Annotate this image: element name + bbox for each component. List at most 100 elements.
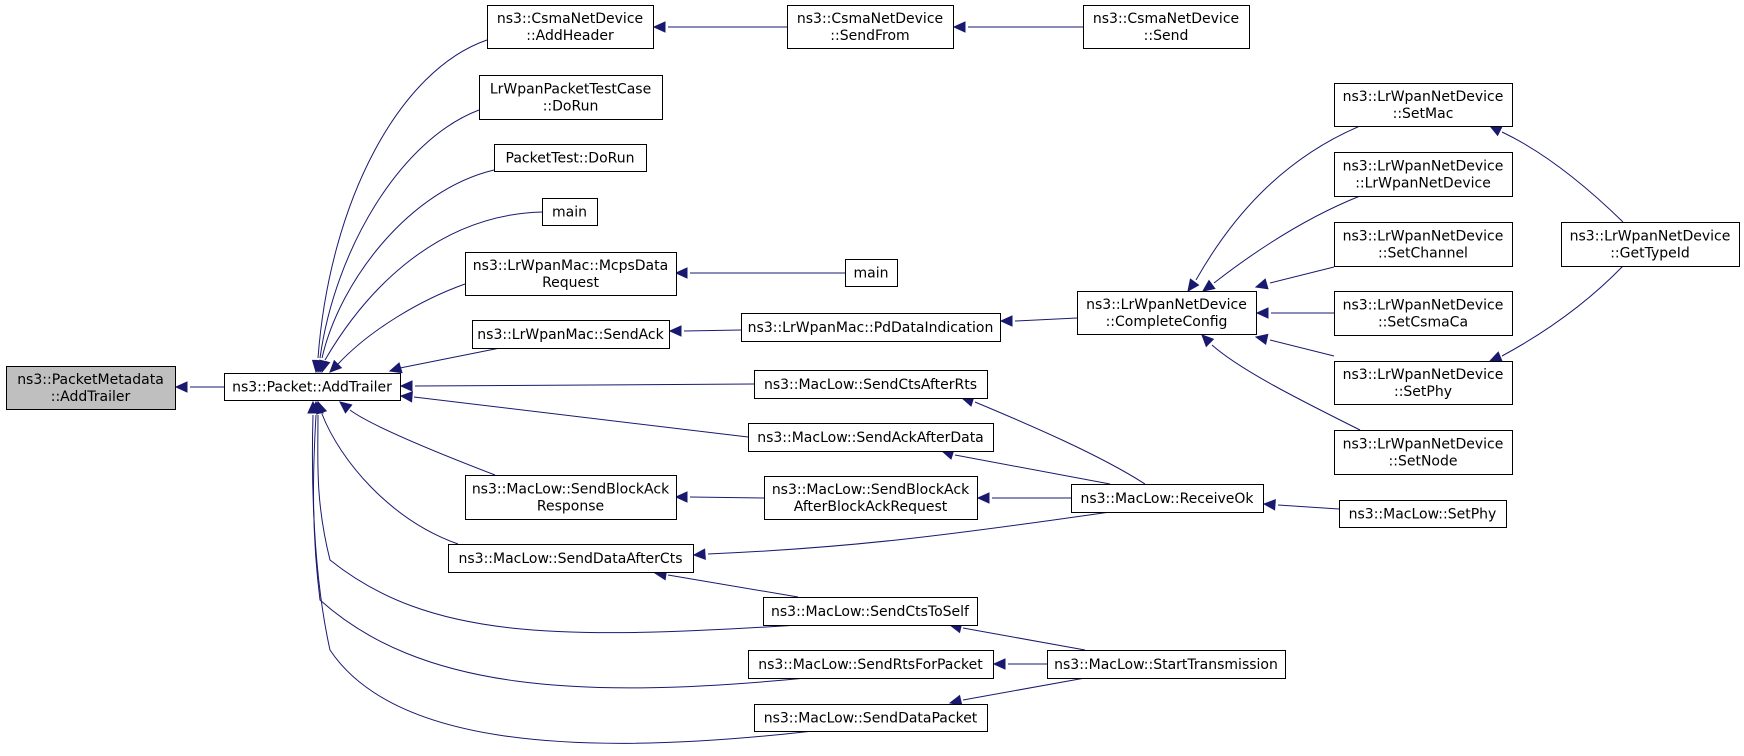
edge-line — [1211, 344, 1361, 431]
node-box — [787, 5, 954, 49]
arrowhead-icon — [1262, 499, 1276, 511]
edge-dataaftercts-at — [316, 400, 459, 545]
arrowhead-icon — [1488, 351, 1503, 362]
node-label: ::DoRun — [543, 99, 599, 115]
node-box — [1334, 361, 1513, 405]
node-gettypeid[interactable]: ns3::LrWpanNetDevice::GetTypeId — [1561, 222, 1740, 267]
node-label: AfterBlockAckRequest — [794, 499, 948, 515]
node-box — [1334, 222, 1513, 267]
node-box — [845, 259, 898, 287]
node-label: Response — [537, 499, 604, 515]
edge-setphy-lr-cc — [1254, 333, 1335, 357]
edge-line — [324, 211, 543, 361]
node-label: ns3::LrWpanNetDevice — [1343, 367, 1504, 383]
edge-addheader-at — [311, 39, 488, 374]
node-label: ns3::LrWpanNetDevice — [1343, 437, 1504, 453]
edge-starttx-sendrts — [992, 658, 1047, 670]
edge-line — [321, 169, 495, 359]
node-sendack[interactable]: ns3::LrWpanMac::SendAck — [472, 320, 670, 349]
edge-line — [667, 574, 799, 598]
edge-main2-mcps — [674, 267, 845, 279]
node-blockackreq[interactable]: ns3::MacLow::SendBlockAckAfterBlockAckRe… — [764, 476, 978, 520]
edge-receiveok-blockackreq — [976, 492, 1071, 504]
edge-setchannel-cc — [1254, 266, 1335, 290]
edge-line — [1269, 266, 1335, 284]
node-label: ::SetMac — [1393, 106, 1454, 122]
node-label: ::SetChannel — [1378, 246, 1468, 262]
node-label: ns3::MacLow::SetPhy — [1349, 507, 1497, 523]
node-senddatapacket[interactable]: ns3::MacLow::SendDataPacket — [754, 704, 988, 732]
arrowhead-icon — [668, 325, 682, 337]
node-csma_addheader[interactable]: ns3::CsmaNetDevice::AddHeader — [487, 5, 654, 49]
edge-line — [311, 414, 814, 744]
node-completeconfig[interactable]: ns3::LrWpanNetDevice::CompleteConfig — [1077, 291, 1257, 335]
node-sendackafterdata[interactable]: ns3::MacLow::SendAckAfterData — [748, 423, 994, 452]
edge-testcase-at — [313, 109, 480, 374]
node-pddata[interactable]: ns3::LrWpanMac::PdDataIndication — [741, 313, 1001, 342]
node-box — [1071, 484, 1264, 513]
node-addtrailer[interactable]: ns3::Packet::AddTrailer — [224, 373, 401, 401]
node-label: Request — [542, 275, 599, 291]
node-root[interactable]: ns3::PacketMetadata::AddTrailer — [6, 366, 176, 410]
node-sendctsafterrts[interactable]: ns3::MacLow::SendCtsAfterRts — [754, 370, 988, 399]
arrowhead-icon — [674, 267, 688, 279]
node-senddataaftercts[interactable]: ns3::MacLow::SendDataAfterCts — [448, 544, 694, 573]
node-receiveok[interactable]: ns3::MacLow::ReceiveOk — [1071, 484, 1264, 513]
arrowhead-icon — [388, 362, 403, 374]
node-setnode[interactable]: ns3::LrWpanNetDevice::SetNode — [1334, 430, 1513, 475]
edge-line — [683, 329, 742, 332]
edge-setnode-cc — [1201, 334, 1361, 431]
edge-line — [399, 347, 501, 369]
node-csma_send[interactable]: ns3::CsmaNetDevice::Send — [1083, 5, 1250, 49]
edge-line — [1195, 125, 1361, 281]
arrowhead-icon — [399, 380, 413, 392]
node-packettest[interactable]: PacketTest::DoRun — [494, 144, 647, 172]
edge-line — [962, 677, 1086, 701]
arrowhead-icon — [1488, 125, 1503, 137]
edge-line — [1213, 195, 1361, 284]
node-main1[interactable]: main — [542, 198, 598, 226]
node-csma_sendfrom[interactable]: ns3::CsmaNetDevice::SendFrom — [787, 5, 954, 49]
node-setphy_mac[interactable]: ns3::MacLow::SetPhy — [1339, 500, 1507, 528]
node-label: ns3::MacLow::SendCtsAfterRts — [764, 377, 977, 393]
node-box — [494, 144, 647, 172]
node-label: ns3::LrWpanNetDevice — [1086, 297, 1247, 313]
node-main2[interactable]: main — [845, 259, 898, 287]
edge-pddata-sendack — [668, 325, 742, 337]
node-label: ns3::Packet::AddTrailer — [232, 380, 392, 396]
node-sendrts[interactable]: ns3::MacLow::SendRtsForPacket — [748, 650, 994, 679]
node-setmac[interactable]: ns3::LrWpanNetDevice::SetMac — [1334, 83, 1513, 127]
arrowhead-icon — [1187, 278, 1200, 292]
arrowhead-icon — [319, 359, 331, 374]
node-label: LrWpanPacketTestCase — [490, 82, 651, 98]
node-box — [465, 475, 677, 520]
node-lrwpan_testcase[interactable]: LrWpanPacketTestCase::DoRun — [479, 75, 663, 120]
node-setcsmaca[interactable]: ns3::LrWpanNetDevice::SetCsmaCa — [1334, 291, 1513, 336]
node-box — [754, 370, 988, 399]
node-label: main — [552, 205, 587, 221]
node-sendctstoself[interactable]: ns3::MacLow::SendCtsToSelf — [763, 597, 978, 626]
node-setchannel[interactable]: ns3::LrWpanNetDevice::SetChannel — [1334, 222, 1513, 267]
arrowhead-icon — [1202, 279, 1216, 292]
node-box — [764, 476, 978, 520]
node-box — [1334, 152, 1513, 197]
edge-completeconfig-pddata — [999, 315, 1078, 327]
arrowhead-icon — [329, 359, 343, 373]
node-label: ::CompleteConfig — [1106, 314, 1228, 330]
node-label: ns3::LrWpanMac::PdDataIndication — [748, 320, 994, 336]
node-starttx[interactable]: ns3::MacLow::StartTransmission — [1047, 650, 1286, 679]
edge-mcps-at — [329, 283, 466, 373]
node-lrwpannetdevice[interactable]: ns3::LrWpanNetDevice::LrWpanNetDevice — [1334, 152, 1513, 197]
node-label: ns3::MacLow::SendBlockAck — [472, 482, 670, 498]
edge-setcsmaca-cc — [1255, 307, 1334, 319]
arrowhead-icon — [999, 315, 1013, 327]
node-setphy_lr[interactable]: ns3::LrWpanNetDevice::SetPhy — [1334, 361, 1513, 405]
node-label: main — [854, 266, 889, 282]
edge-line — [317, 39, 488, 359]
node-label: ns3::LrWpanNetDevice — [1343, 298, 1504, 314]
node-box — [1334, 291, 1513, 336]
node-box — [465, 252, 677, 296]
node-label: ns3::MacLow::StartTransmission — [1054, 657, 1278, 673]
